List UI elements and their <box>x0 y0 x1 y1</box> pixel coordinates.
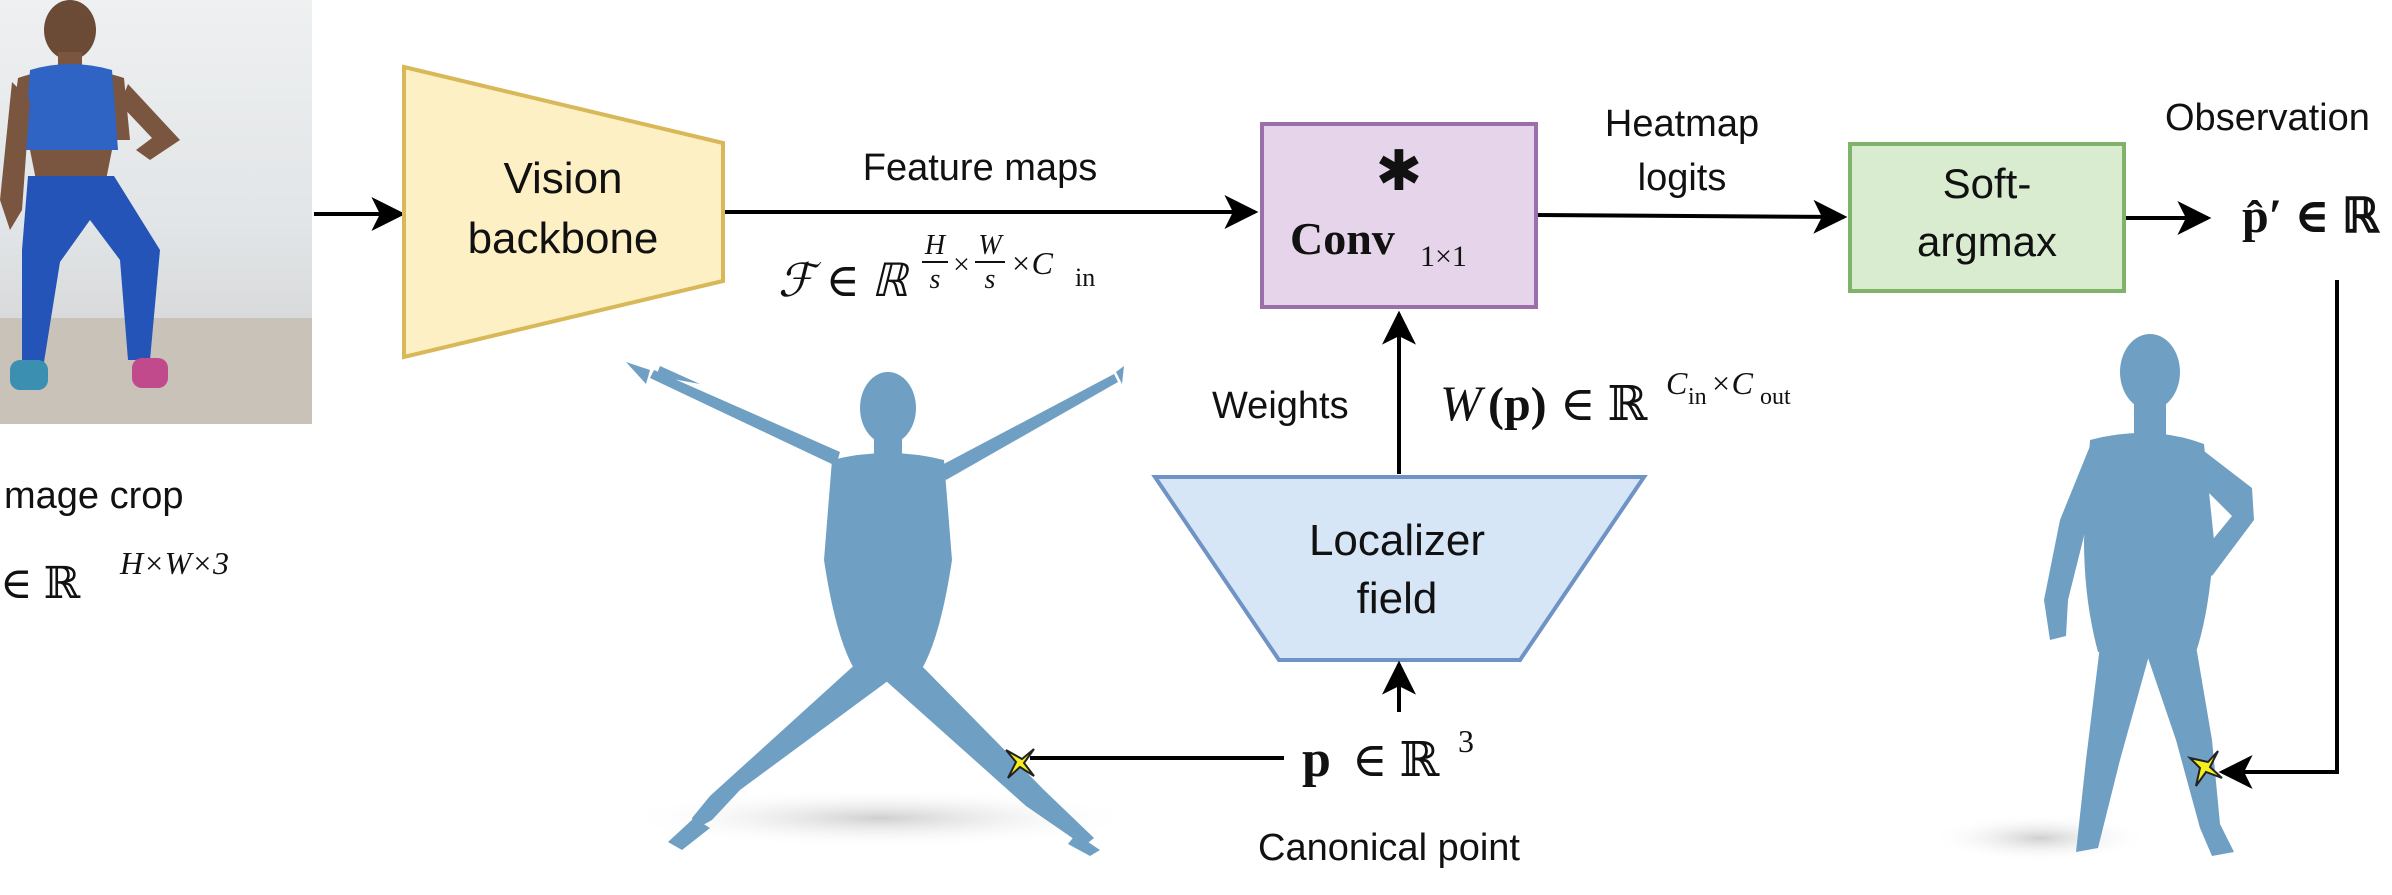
canonical-body-mesh <box>620 362 1140 856</box>
weights-math-p: (p) <box>1488 378 1547 431</box>
softargmax-block: Soft- argmax <box>1848 142 2126 293</box>
input-math: ∈ ℝ H×W×3 <box>0 545 229 608</box>
frac2-num: W <box>978 230 1004 261</box>
observation-label: Observation <box>2165 97 2370 139</box>
observed-body <box>2044 334 2254 856</box>
arrow-observation-to-target <box>2218 280 2339 789</box>
frac1-num: H <box>924 230 947 261</box>
canonical-body <box>626 362 1124 856</box>
weights-math-w: W <box>1440 375 1486 431</box>
canonical-body-shadow <box>620 788 1140 848</box>
conv-block: ✱ Conv 1×1 <box>1260 122 1538 309</box>
frac1-den: s <box>930 264 941 295</box>
feature-maps-cin-sub: in <box>1075 263 1095 292</box>
observed-body-shadow <box>1930 814 2150 862</box>
softargmax-label-line1: Soft- <box>1943 160 2032 207</box>
weights-sub-out: out <box>1760 384 1791 410</box>
canonical-math-in: ∈ ℝ <box>1352 734 1440 787</box>
feature-maps-label: Feature maps <box>863 147 1097 189</box>
heatmap-label-line2: logits <box>1638 157 1727 199</box>
person-photo <box>0 0 180 390</box>
localizer-label-line1: Localizer <box>1309 516 1485 565</box>
heatmap-label-line1: Heatmap <box>1605 103 1759 145</box>
weights-label: Weights <box>1212 385 1349 427</box>
localizer-label-line2: field <box>1357 574 1438 623</box>
input-math-sup: H×W×3 <box>119 545 229 581</box>
input-math-in: ∈ ℝ <box>0 559 81 608</box>
frac-times: × <box>953 248 970 281</box>
observed-point-marker <box>2186 750 2223 787</box>
softargmax-label-line2: argmax <box>1917 218 2057 265</box>
vision-backbone-block: Vision backbone <box>402 64 725 360</box>
canonical-math-p: p <box>1302 731 1331 788</box>
weights-sup-c1: C <box>1666 365 1688 401</box>
input-label: mage crop <box>4 475 184 517</box>
canonical-math: p ∈ ℝ 3 <box>1302 723 1474 788</box>
feature-maps-math: ℱ ∈ ℝ H s × W s ×C in <box>778 230 1095 306</box>
weights-math-in: ∈ ℝ <box>1560 378 1648 431</box>
weights-math: W (p) ∈ ℝ C in ×C out <box>1440 365 1791 431</box>
weights-sup-x: ×C <box>1710 365 1754 401</box>
conv-sub: 1×1 <box>1420 240 1467 273</box>
weights-sub-in: in <box>1688 384 1707 410</box>
canonical-label: Canonical point <box>1258 827 1520 869</box>
feature-maps-cin: ×C <box>1010 245 1054 281</box>
canonical-math-sup: 3 <box>1458 723 1474 759</box>
frac2-den: s <box>985 264 996 295</box>
input-image <box>0 0 312 424</box>
backbone-label-line2: backbone <box>468 214 659 263</box>
conv-star-icon: ✱ <box>1376 139 1423 202</box>
canonical-point-marker <box>1005 748 1035 779</box>
arrow-conv-to-softargmax <box>1537 199 1848 234</box>
localizer-field-block: Localizer field <box>1151 475 1648 662</box>
conv-name: Conv <box>1290 213 1395 264</box>
backbone-label-line1: Vision <box>503 154 622 203</box>
observed-body-mesh <box>1930 334 2254 862</box>
feature-maps-lhs: ℱ ∈ ℝ <box>778 255 910 306</box>
observation-math: p̂′ ∈ ℝ <box>2242 190 2381 243</box>
